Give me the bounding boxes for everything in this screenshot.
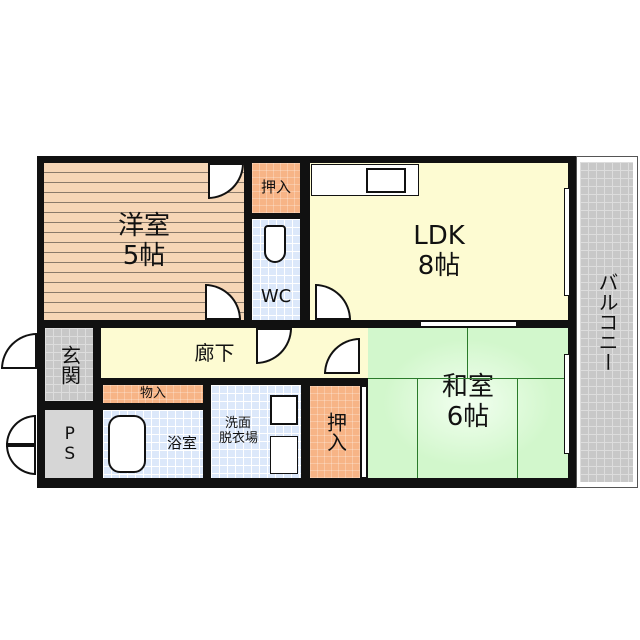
washing-machine-icon [270, 436, 298, 474]
ldk-window [564, 188, 570, 296]
bathtub-icon [108, 415, 146, 473]
toilet-icon [264, 225, 286, 263]
western-room-label: 洋室 [117, 210, 170, 241]
ps-door-1[interactable] [6, 415, 36, 445]
japanese-room: 和室 6帖 [368, 328, 568, 478]
washbasin-icon [270, 395, 298, 425]
balcony-label: バルコニー [595, 272, 619, 372]
ldk-label: LDK [413, 220, 465, 251]
entrance: 玄関 [45, 328, 93, 401]
sliding-door-ldk-japanese[interactable] [420, 321, 517, 327]
washroom-label-1: 洗面 [225, 415, 252, 431]
hallway: 廊下 [101, 328, 368, 378]
hallway-label: 廊下 [194, 340, 235, 365]
closet-right: 押入 [310, 386, 360, 478]
tatami-line [467, 328, 468, 378]
closet-top: 押入 [252, 163, 300, 213]
closet-sliding-door[interactable] [361, 386, 367, 478]
japanese-room-window [564, 354, 570, 454]
ps: PS [45, 410, 93, 478]
japanese-room-size: 6帖 [446, 402, 490, 432]
tatami-line [417, 378, 418, 478]
balcony: バルコニー [580, 162, 633, 482]
western-room-size: 5帖 [122, 240, 166, 271]
closet-right-label: 押入 [323, 412, 348, 452]
entrance-label: 玄関 [57, 344, 82, 385]
bathroom-label: 浴室 [166, 434, 197, 453]
entrance-door[interactable] [1, 333, 37, 369]
ps-label: PS [59, 424, 80, 464]
ps-door-2[interactable] [6, 445, 36, 475]
closet-top-label: 押入 [260, 178, 291, 197]
ldk-size: 8帖 [417, 250, 461, 281]
tatami-line [368, 378, 568, 379]
tatami-line [517, 378, 518, 478]
washroom-label-2: 脱衣場 [219, 430, 259, 446]
storage: 物入 [103, 385, 203, 403]
sink-icon [366, 168, 406, 193]
wc-label: WC [260, 286, 292, 308]
storage-label: 物入 [139, 385, 166, 401]
